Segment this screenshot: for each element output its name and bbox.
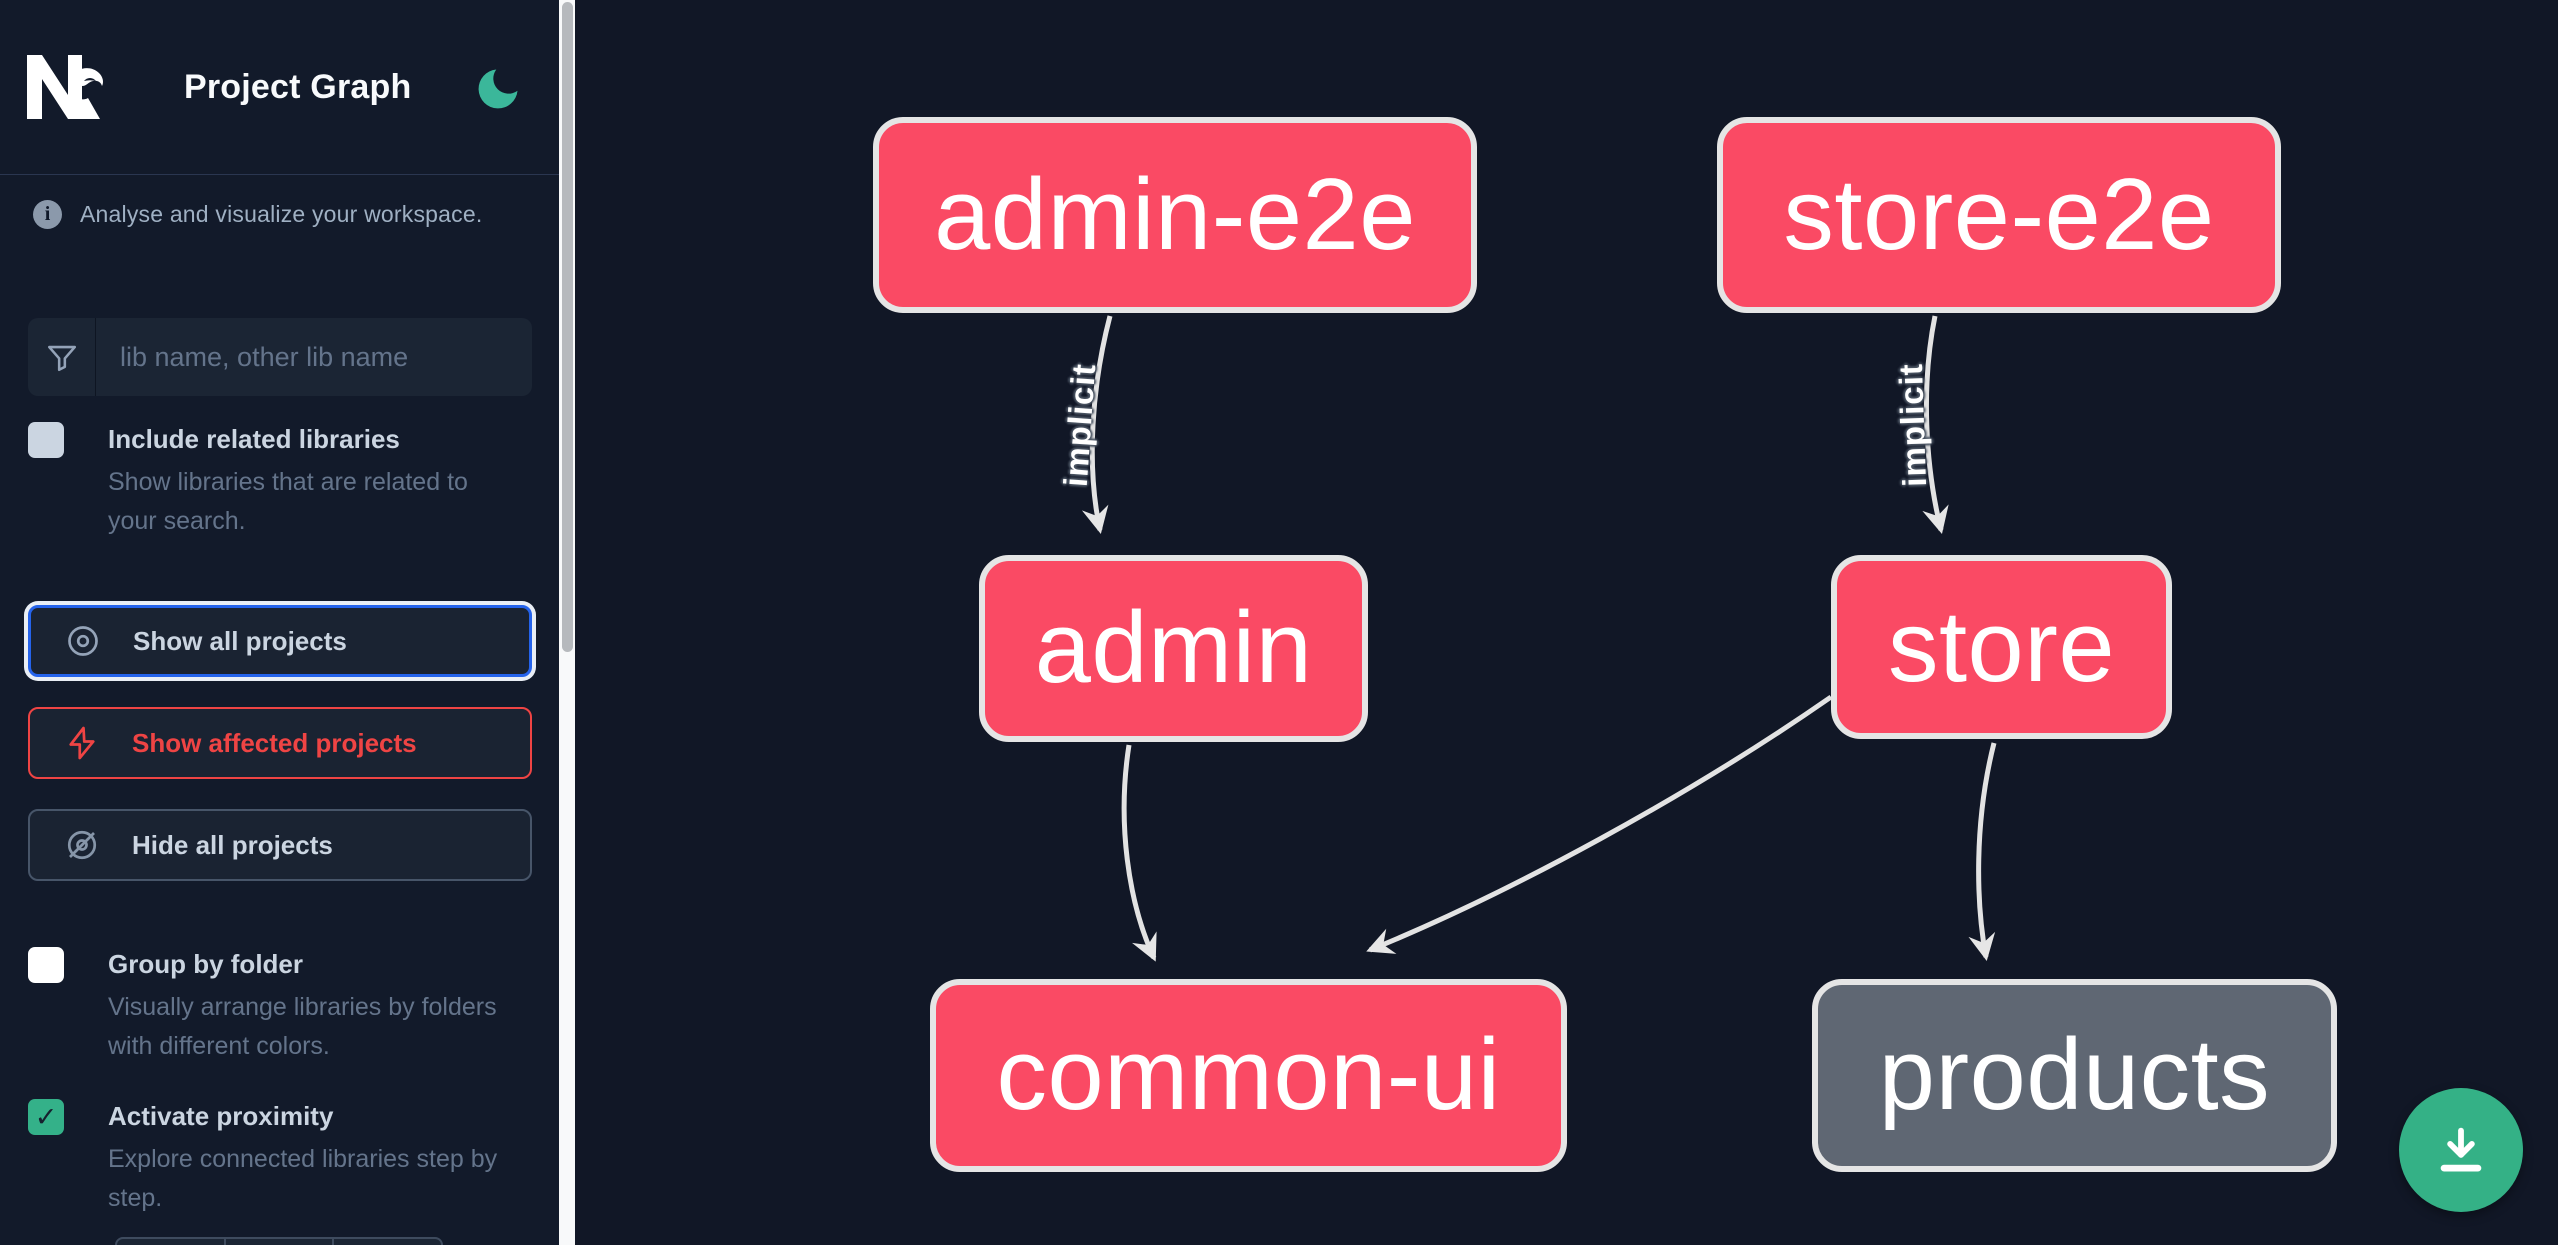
funnel-icon bbox=[28, 318, 96, 396]
info-icon: i bbox=[33, 200, 62, 229]
node-label: store bbox=[1887, 590, 2116, 703]
show-all-projects-label: Show all projects bbox=[133, 625, 347, 656]
graph-node-store-e2e[interactable]: store-e2e bbox=[1717, 117, 2281, 313]
edge-admin-to-common-ui bbox=[1121, 744, 1157, 962]
workspace-subtitle: Analyse and visualize your workspace. bbox=[80, 201, 483, 227]
edge-admin-e2e-to-admin bbox=[1081, 315, 1113, 534]
hide-all-projects-label: Hide all projects bbox=[132, 829, 333, 860]
sidebar-scrollbar-track[interactable] bbox=[559, 0, 575, 1245]
edge-store-e2e-to-store bbox=[1922, 315, 1949, 534]
nx-logo bbox=[27, 55, 103, 119]
graph-node-admin-e2e[interactable]: admin-e2e bbox=[873, 117, 1477, 313]
project-graph-canvas[interactable]: implicit implicit admin-e2e store-e2e ad… bbox=[575, 0, 2558, 1245]
activate-proximity-checkbox[interactable]: ✓ bbox=[28, 1099, 64, 1135]
edge-label-implicit-store: implicit bbox=[1891, 362, 1934, 488]
stepper-segment[interactable] bbox=[226, 1239, 335, 1245]
node-label: products bbox=[1878, 1019, 2271, 1131]
sidebar: Project Graph i Analyse and visualize yo… bbox=[0, 0, 559, 1245]
eye-off-icon bbox=[67, 830, 97, 860]
moon-icon bbox=[478, 69, 518, 108]
graph-node-products[interactable]: products bbox=[1812, 979, 2337, 1172]
group-by-folder-description: Visually arrange libraries by folders wi… bbox=[108, 993, 497, 1060]
node-label: admin bbox=[1034, 592, 1313, 704]
stepper-segment[interactable] bbox=[334, 1239, 441, 1245]
sidebar-header: Project Graph bbox=[0, 0, 559, 175]
show-all-projects-button[interactable]: Show all projects bbox=[28, 605, 532, 677]
activate-proximity-label: Activate proximity bbox=[108, 1101, 334, 1131]
node-label: common-ui bbox=[996, 1019, 1501, 1131]
include-related-checkbox[interactable] bbox=[28, 422, 64, 458]
activate-proximity-description: Explore connected libraries step by step… bbox=[108, 1145, 498, 1212]
search-input[interactable] bbox=[96, 318, 532, 396]
node-label: store-e2e bbox=[1783, 158, 2215, 271]
graph-edges bbox=[1081, 315, 1997, 962]
workspace-info-row: i Analyse and visualize your workspace. bbox=[33, 200, 533, 229]
hide-all-projects-button[interactable]: Hide all projects bbox=[28, 809, 532, 881]
page-title: Project Graph bbox=[184, 68, 412, 106]
stepper-segment[interactable] bbox=[117, 1239, 226, 1245]
toggle-group-by-folder: Group by folder Visually arrange librari… bbox=[28, 946, 533, 1066]
download-image-button[interactable] bbox=[2399, 1088, 2523, 1212]
search-box bbox=[28, 318, 532, 396]
graph-node-admin[interactable]: admin bbox=[979, 555, 1368, 742]
download-icon bbox=[2440, 1127, 2482, 1172]
toggle-activate-proximity: ✓ Activate proximity Explore connected l… bbox=[28, 1098, 533, 1218]
sidebar-scrollbar-thumb[interactable] bbox=[561, 2, 573, 652]
toggle-include-related: Include related libraries Show libraries… bbox=[28, 421, 533, 541]
edge-store-to-common-ui bbox=[1366, 694, 1833, 954]
theme-toggle-button[interactable] bbox=[470, 62, 526, 118]
bolt-icon bbox=[69, 726, 95, 760]
node-label: admin-e2e bbox=[934, 158, 1416, 271]
group-by-folder-checkbox[interactable] bbox=[28, 947, 64, 983]
include-related-label: Include related libraries bbox=[108, 424, 400, 454]
eye-icon bbox=[68, 626, 98, 656]
check-icon: ✓ bbox=[34, 1101, 58, 1132]
graph-node-common-ui[interactable]: common-ui bbox=[930, 979, 1567, 1172]
show-affected-projects-label: Show affected projects bbox=[132, 727, 417, 758]
graph-node-store[interactable]: store bbox=[1831, 555, 2172, 739]
proximity-stepper-control[interactable] bbox=[115, 1237, 443, 1245]
include-related-description: Show libraries that are related to your … bbox=[108, 468, 468, 535]
show-affected-projects-button[interactable]: Show affected projects bbox=[28, 707, 532, 779]
group-by-folder-label: Group by folder bbox=[108, 949, 303, 979]
edge-store-to-products bbox=[1968, 742, 1997, 961]
